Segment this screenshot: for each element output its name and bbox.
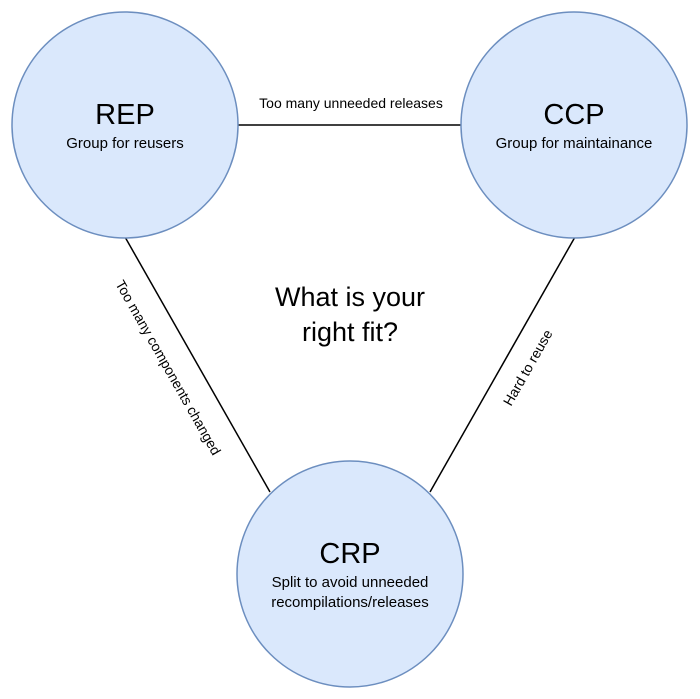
- node-crp: CRP Split to avoid unneeded recompilatio…: [236, 460, 464, 688]
- node-crp-circle: [236, 460, 464, 688]
- center-question-line1: What is your: [275, 282, 425, 312]
- node-ccp-circle: [460, 11, 688, 239]
- edge-label-rep-crp: Too many components changed: [112, 277, 224, 457]
- edge-label-background: [238, 91, 463, 115]
- edge-label-rep-ccp: Too many unneeded releases: [259, 95, 443, 111]
- node-ccp: CCP Group for maintainance: [460, 11, 688, 239]
- node-rep-title: REP: [95, 99, 155, 131]
- node-crp-subtitle-line2: recompilations/releases: [271, 594, 429, 611]
- node-ccp-subtitle: Group for maintainance: [496, 135, 653, 152]
- edge-rep-crp: [124, 236, 271, 493]
- edge-label-ccp-crp: Hard to reuse: [500, 327, 556, 409]
- node-crp-subtitle-line1: Split to avoid unneeded: [272, 574, 429, 591]
- node-rep-circle: [11, 11, 239, 239]
- node-crp-title: CRP: [319, 538, 380, 570]
- node-ccp-title: CCP: [543, 99, 604, 131]
- edge-label-rep-ccp-group: Too many unneeded releases: [238, 91, 463, 115]
- center-question: What is your right fit?: [275, 282, 425, 347]
- center-question-line2: right fit?: [302, 317, 398, 347]
- node-rep: REP Group for reusers: [11, 11, 239, 239]
- edge-ccp-crp: [429, 236, 576, 493]
- node-rep-subtitle: Group for reusers: [66, 135, 184, 152]
